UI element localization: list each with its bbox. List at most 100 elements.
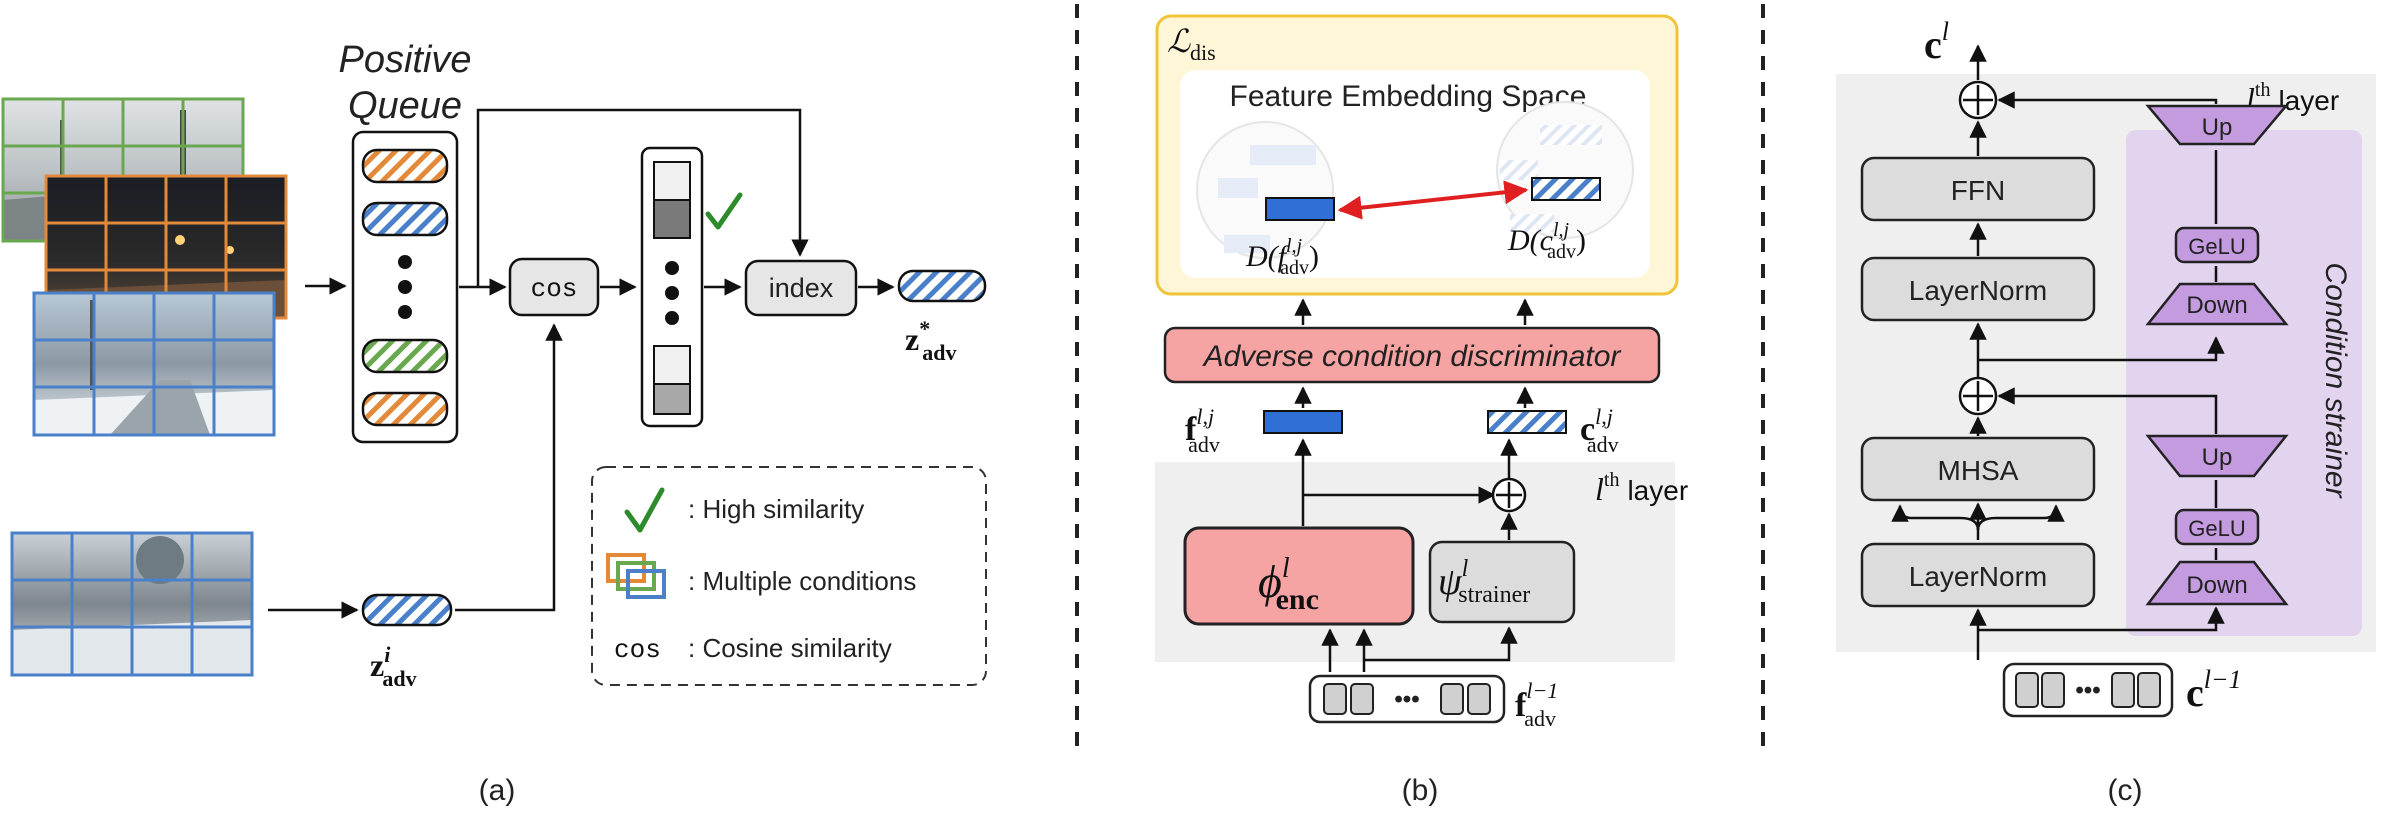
similarity-cell-low [653, 345, 691, 385]
index-label: index [769, 273, 834, 303]
embedding-space-title: Feature Embedding Space [1230, 80, 1587, 113]
arrow-mid-to-down-top [1978, 336, 2225, 362]
loss-label: ℒdis [1167, 23, 1216, 65]
layernorm-top-block [1860, 256, 2096, 322]
caption-c: (c) [2108, 774, 2143, 807]
down-bottom-label: Down [2186, 572, 2247, 599]
cos-box [508, 257, 600, 317]
ffn-block [1860, 156, 2096, 222]
similarity-dot [665, 261, 679, 275]
snowy-road-image [32, 291, 276, 437]
faint-feature [1218, 178, 1258, 198]
gelu-bottom-label: GeLU [2188, 516, 2245, 541]
queue-item-blue [361, 201, 449, 237]
queue-item-green [361, 338, 449, 374]
token-dots: ••• [1394, 686, 1419, 713]
token-cell [2015, 672, 2039, 708]
arrow-up-top-to-sum [1997, 91, 2218, 109]
faint-feature [1540, 125, 1602, 145]
feature-c-embedding [1531, 177, 1601, 201]
arrow-up-bottom-to-sum [1997, 387, 2218, 434]
up-top-block [2145, 104, 2289, 146]
index-box [744, 259, 858, 317]
check-icon [705, 192, 743, 230]
c-in-label: cl−1 [2186, 665, 2242, 715]
queue-dot [398, 255, 412, 269]
arrow-input-to-down-bottom [1978, 606, 2225, 632]
similarity-cell-high [653, 199, 691, 239]
faint-feature [1224, 235, 1270, 253]
z-adv-star-token [897, 269, 987, 303]
token-cell [2137, 672, 2161, 708]
similarity-cell-low [653, 161, 691, 201]
similarity-cell-mid [653, 383, 691, 415]
down-bottom-block [2145, 560, 2289, 606]
legend-cosine-similarity: : Cosine similarity [688, 633, 892, 663]
down-top-block [2145, 282, 2289, 326]
token-dots-c: ••• [2075, 677, 2100, 704]
mhsa-block [1860, 436, 2096, 502]
legend-box [591, 466, 987, 686]
gelu-top-label: GeLU [2188, 234, 2245, 259]
queue-item-orange [361, 148, 449, 184]
arrow-qkv-right [1976, 504, 2065, 531]
phi-encoder-block [1183, 526, 1415, 626]
caption-a: (a) [479, 774, 516, 807]
condition-strainer-label: Condition strainer [2319, 262, 2352, 498]
arrow-qkv-left [1891, 504, 1980, 531]
queue-dot [398, 280, 412, 294]
legend-cos-key: cos [614, 635, 661, 665]
arrow-zi-to-cos [455, 323, 563, 612]
discriminator-label: Adverse condition discriminator [1202, 340, 1622, 373]
cos-label: cos [531, 274, 578, 304]
similarity-dot [665, 311, 679, 325]
legend-high-similarity: : High similarity [688, 494, 864, 524]
up-bottom-label: Up [2202, 444, 2233, 471]
layernorm-bottom-label: LayerNorm [1909, 561, 2047, 592]
layernorm-bottom-block [1860, 542, 2096, 608]
faint-feature [1500, 160, 1538, 180]
adverse-condition-discriminator [1163, 326, 1661, 384]
queue-dot [398, 305, 412, 319]
c-out-label: cl [1924, 17, 1949, 67]
mhsa-label: MHSA [1938, 455, 2019, 486]
token-cell [1467, 683, 1491, 715]
layernorm-top-label: LayerNorm [1909, 275, 2047, 306]
arrow-input-to-strainer [1364, 626, 1518, 662]
gelu-bottom-block [2174, 508, 2260, 546]
token-cell [2111, 672, 2135, 708]
token-cell [1323, 683, 1347, 715]
legend-check-icon [624, 487, 665, 533]
feature-f-embedding [1265, 197, 1335, 221]
token-cell [2041, 672, 2065, 708]
queue-item-orange-2 [361, 391, 449, 427]
arrow-queue-to-index [476, 108, 809, 287]
similarity-dot [665, 286, 679, 300]
token-cell [1350, 683, 1374, 715]
caption-b: (b) [1402, 774, 1439, 807]
query-image [10, 531, 254, 677]
legend-multiple-conditions: : Multiple conditions [688, 566, 916, 596]
z-adv-i-token [361, 593, 453, 627]
gelu-top-block [2174, 226, 2260, 264]
up-bottom-block [2145, 434, 2289, 478]
c-adv-token [1487, 410, 1567, 434]
distance-arrow [1337, 180, 1529, 220]
queue-title-line1: Positive [338, 39, 471, 81]
legend-multiple-conditions-icon [606, 553, 666, 599]
image-stack [1, 97, 288, 437]
f-adv-token [1263, 410, 1343, 434]
queue-title-line2: Queue [348, 85, 462, 127]
